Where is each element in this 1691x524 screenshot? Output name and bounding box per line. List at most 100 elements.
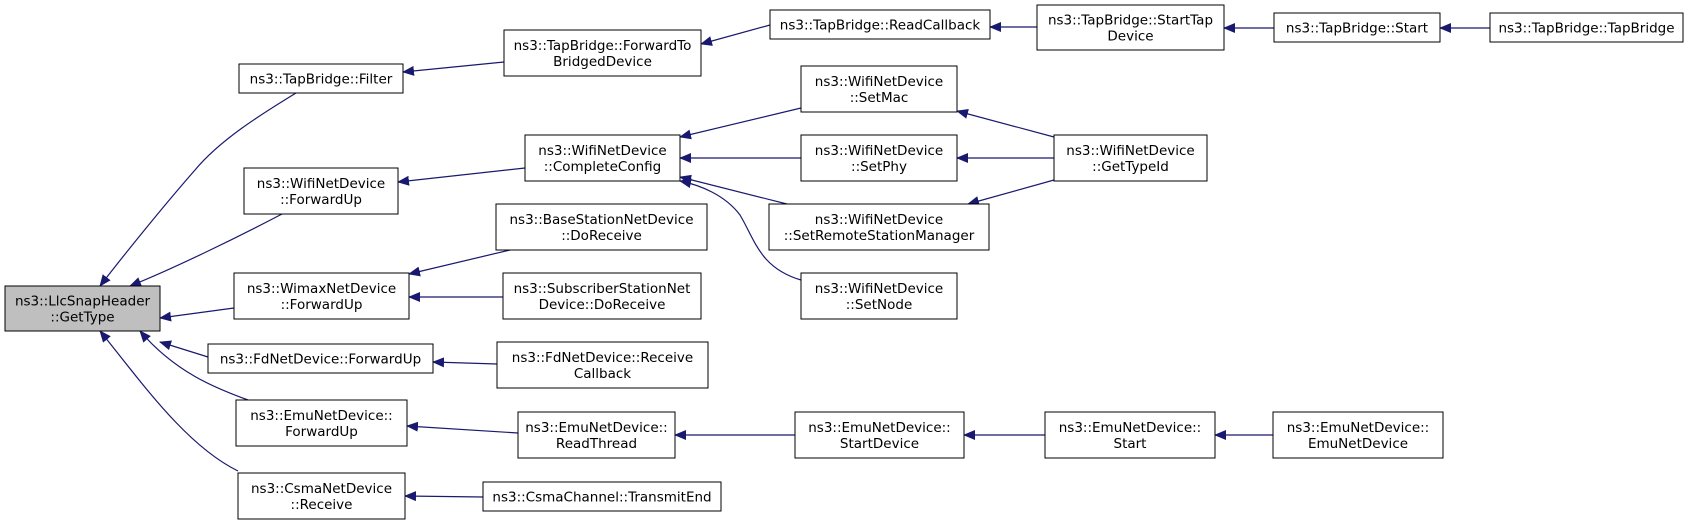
- node-label-line: ns3::CsmaChannel::TransmitEnd: [492, 490, 711, 506]
- node-box: [1489, 12, 1684, 43]
- edge-line: [432, 357, 498, 368]
- node-wifi_fwd[interactable]: ns3::WifiNetDevice::ForwardUp: [243, 167, 399, 215]
- node-label-line: ns3::FdNetDevice::ForwardUp: [220, 352, 421, 368]
- node-tap_readcb[interactable]: ns3::TapBridge::ReadCallback: [769, 9, 991, 40]
- edge-line: [956, 109, 1055, 138]
- node-wifi_setmac[interactable]: ns3::WifiNetDevice::SetMac: [800, 65, 958, 113]
- node-label-line: ::DoReceive: [561, 228, 642, 244]
- node-csma_recv[interactable]: ns3::CsmaNetDevice::Receive: [237, 472, 406, 520]
- node-wifi_setrsm[interactable]: ns3::WifiNetDevice::SetRemoteStationMana…: [768, 203, 990, 251]
- node-ss_recv[interactable]: ns3::SubscriberStationNetDevice::DoRecei…: [502, 272, 702, 320]
- node-label-line: ns3::CsmaNetDevice: [251, 481, 392, 497]
- node-label-line: ns3::TapBridge::ReadCallback: [780, 18, 981, 34]
- node-label-line: ns3::FdNetDevice::Receive: [512, 350, 693, 366]
- node-box: [4, 285, 161, 332]
- node-wifi_gettypeid[interactable]: ns3::WifiNetDevice::GetTypeId: [1053, 134, 1208, 182]
- node-label-line: ns3::EmuNetDevice::: [808, 420, 950, 436]
- edge-csma_txend-to-csma_recv: [404, 491, 484, 502]
- node-label-line: ns3::TapBridge::ForwardTo: [514, 38, 692, 54]
- edge-csma_recv-to-llc: [99, 330, 239, 472]
- node-wifi_setphy[interactable]: ns3::WifiNetDevice::SetPhy: [800, 134, 958, 182]
- node-box: [769, 9, 991, 40]
- node-tap_filter[interactable]: ns3::TapBridge::Filter: [238, 63, 404, 94]
- node-label-line: StartDevice: [840, 436, 919, 452]
- edge-line: [397, 167, 526, 186]
- node-wifi_cc[interactable]: ns3::WifiNetDevice::CompleteConfig: [524, 134, 681, 182]
- node-label-line: ns3::EmuNetDevice::: [1059, 420, 1201, 436]
- node-emu_fwd[interactable]: ns3::EmuNetDevice::ForwardUp: [235, 399, 408, 447]
- node-box: [502, 272, 702, 320]
- node-csma_txend[interactable]: ns3::CsmaChannel::TransmitEnd: [482, 481, 722, 512]
- node-label-line: ns3::TapBridge::Filter: [250, 72, 393, 88]
- node-tap_start[interactable]: ns3::TapBridge::Start: [1273, 12, 1441, 43]
- node-box: [800, 134, 958, 182]
- node-label-line: Callback: [574, 366, 631, 382]
- node-label-line: ::SetRemoteStationManager: [784, 228, 975, 244]
- edge-line: [408, 249, 511, 277]
- edge-emu_read-to-emu_fwd: [406, 421, 519, 434]
- node-label-line: ns3::WimaxNetDevice: [247, 281, 396, 297]
- edge-fd_recvcb-to-fd_fwd: [432, 357, 498, 368]
- edge-wifi_gettypeid-to-wifi_setrsm: [967, 179, 1055, 206]
- node-label-line: ns3::TapBridge::Start: [1286, 21, 1428, 37]
- edge-line: [404, 491, 484, 502]
- node-box: [503, 29, 702, 77]
- node-emu_startdev[interactable]: ns3::EmuNetDevice::StartDevice: [794, 411, 965, 459]
- node-box: [1273, 12, 1441, 43]
- node-emu_ctor[interactable]: ns3::EmuNetDevice::EmuNetDevice: [1272, 411, 1444, 459]
- node-emu_read[interactable]: ns3::EmuNetDevice::ReadThread: [517, 411, 676, 459]
- node-label-line: Device: [1107, 29, 1153, 45]
- node-fd_fwd[interactable]: ns3::FdNetDevice::ForwardUp: [207, 343, 434, 374]
- node-box: [524, 134, 681, 182]
- node-box: [496, 341, 709, 389]
- edge-wifi_fwd-to-llc: [129, 213, 283, 287]
- edge-line: [402, 61, 505, 76]
- edge-line: [139, 330, 249, 401]
- node-bs_recv[interactable]: ns3::BaseStationNetDevice::DoReceive: [495, 203, 708, 251]
- edge-line: [99, 92, 297, 287]
- node-box: [233, 272, 410, 320]
- node-box: [207, 343, 434, 374]
- node-box: [238, 63, 404, 94]
- node-box: [1272, 411, 1444, 459]
- node-emu_start[interactable]: ns3::EmuNetDevice::Start: [1044, 411, 1216, 459]
- node-box: [800, 272, 958, 320]
- node-label-line: ns3::TapBridge::TapBridge: [1498, 21, 1674, 37]
- node-label-line: ns3::WifiNetDevice: [815, 281, 943, 297]
- node-llc[interactable]: ns3::LlcSnapHeader::GetType: [4, 285, 161, 332]
- node-label-line: ns3::TapBridge::StartTap: [1048, 13, 1213, 29]
- node-label-line: ns3::WifiNetDevice: [1066, 143, 1194, 159]
- node-box: [237, 472, 406, 520]
- node-box: [800, 65, 958, 113]
- edge-wifi_setmac-to-wifi_cc: [679, 107, 802, 140]
- node-label-line: ::GetTypeId: [1092, 159, 1169, 175]
- node-box: [495, 203, 708, 251]
- node-label-line: ns3::WifiNetDevice: [815, 74, 943, 90]
- node-label-line: ns3::SubscriberStationNet: [514, 281, 691, 297]
- node-label-line: ::SetPhy: [851, 159, 907, 175]
- edge-wifi_setnode-to-wifi_cc: [679, 178, 802, 281]
- edge-fd_fwd-to-llc: [159, 340, 209, 358]
- node-box: [1044, 411, 1216, 459]
- edge-line: [967, 179, 1055, 206]
- edge-wifi_setrsm-to-wifi_cc: [679, 174, 788, 205]
- edges-layer: [99, 22, 1490, 502]
- node-tap_ctor[interactable]: ns3::TapBridge::TapBridge: [1489, 12, 1684, 43]
- node-label-line: ::GetType: [50, 310, 114, 326]
- node-label-line: ::ForwardUp: [280, 192, 362, 208]
- node-box: [482, 481, 722, 512]
- node-label-line: ::Receive: [291, 497, 353, 513]
- node-wifi_setnode[interactable]: ns3::WifiNetDevice::SetNode: [800, 272, 958, 320]
- node-wimax_fwd[interactable]: ns3::WimaxNetDevice::ForwardUp: [233, 272, 410, 320]
- node-label-line: ns3::WifiNetDevice: [538, 143, 666, 159]
- node-label-line: ReadThread: [556, 436, 637, 452]
- edge-wifi_cc-to-wifi_fwd: [397, 167, 526, 186]
- node-label-line: ForwardUp: [285, 424, 358, 440]
- edge-tap_fwd-to-tap_filter: [402, 61, 505, 76]
- node-label-line: ns3::LlcSnapHeader: [15, 294, 151, 310]
- node-label-line: ns3::WifiNetDevice: [815, 143, 943, 159]
